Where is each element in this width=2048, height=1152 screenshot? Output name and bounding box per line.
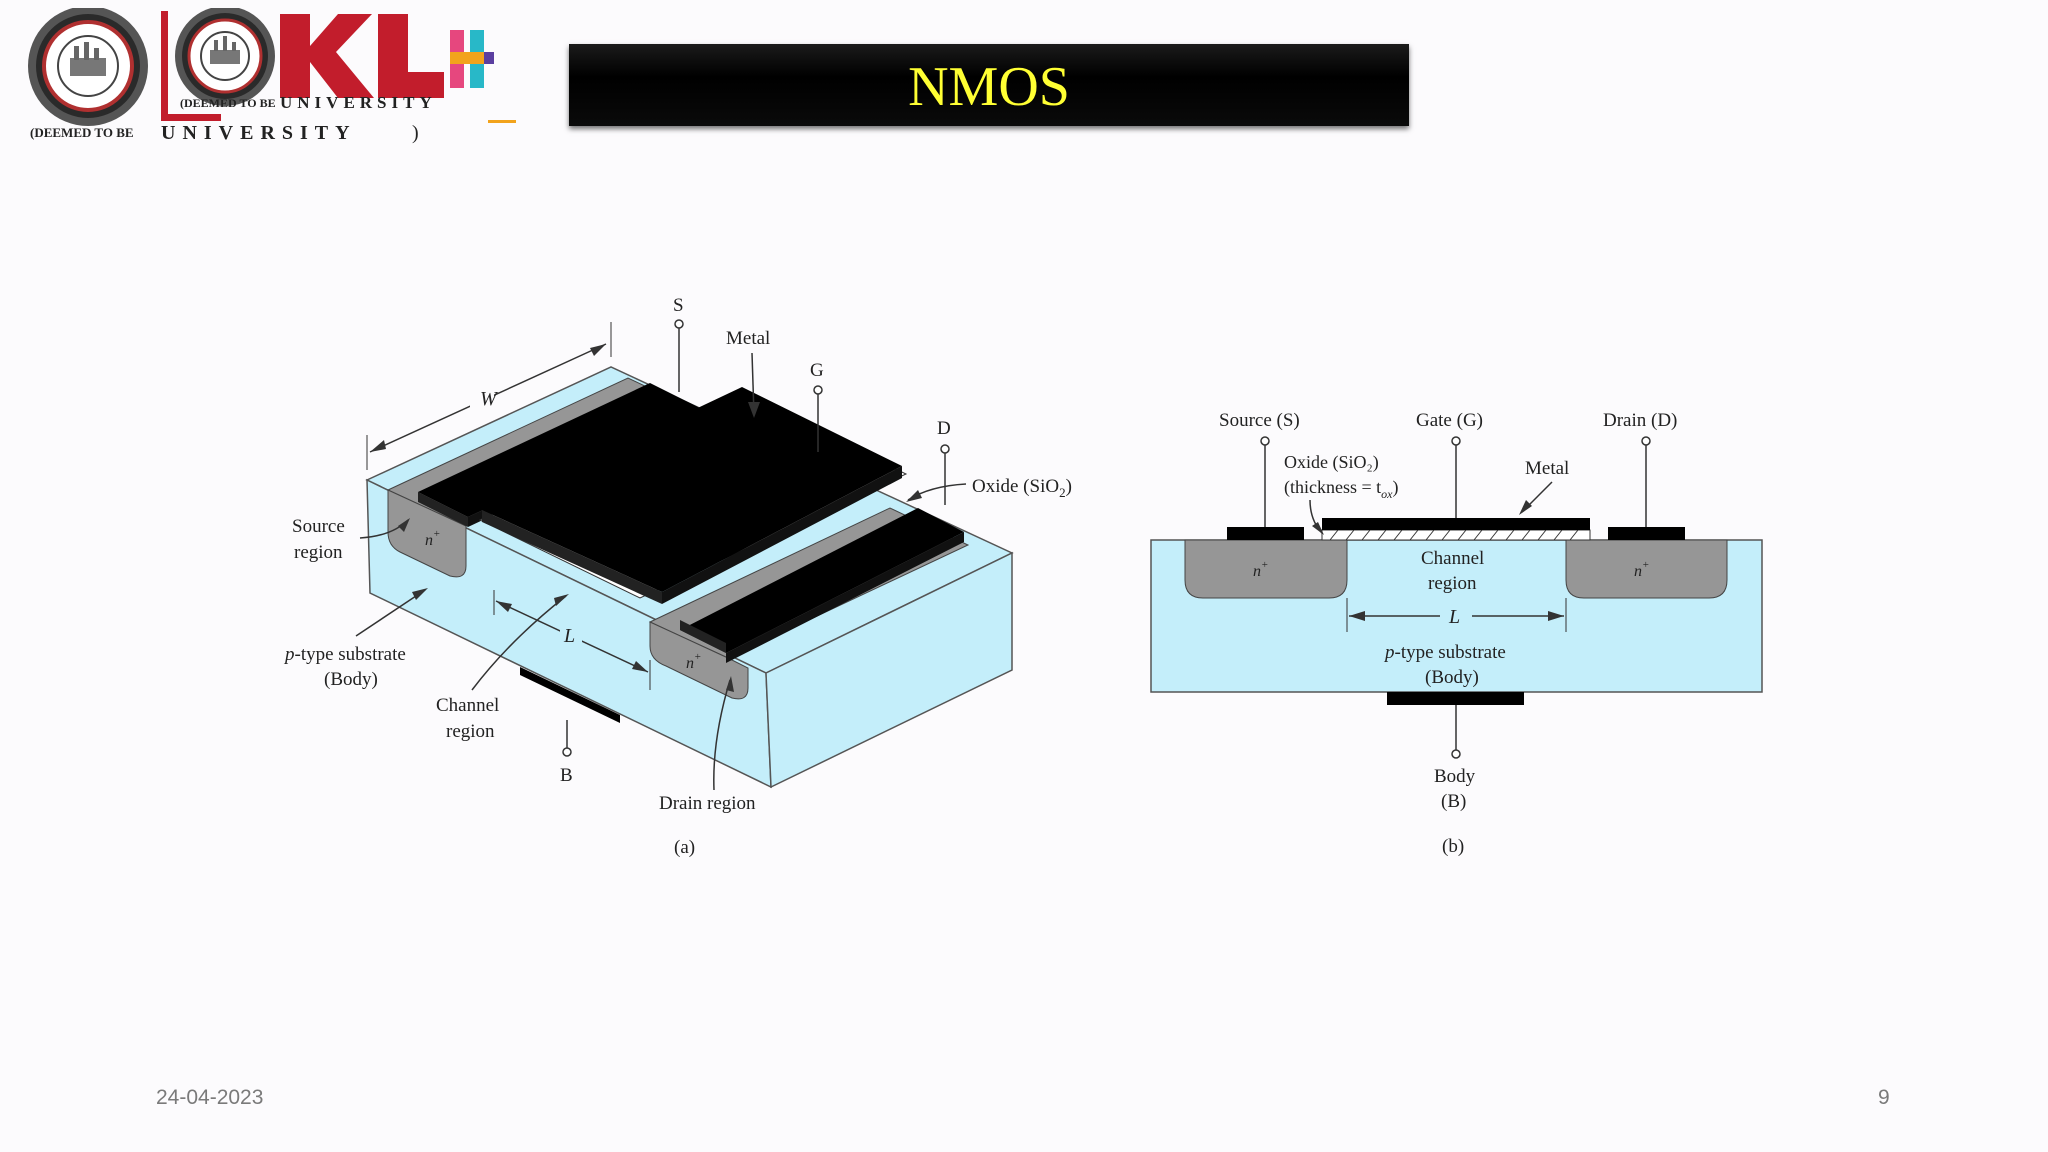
channel-label-b-1: Channel bbox=[1421, 548, 1484, 569]
seal-emblem-left bbox=[28, 6, 148, 126]
channel-label-b-2: region bbox=[1428, 573, 1477, 594]
source-nplus-region bbox=[387, 489, 467, 578]
substrate-side-face bbox=[765, 551, 1013, 789]
l-label-b: L bbox=[1448, 606, 1460, 628]
substrate-label-b-1: p-type substrate bbox=[1383, 642, 1506, 663]
channel-label-a-2: region bbox=[446, 721, 495, 742]
seal-emblem-right bbox=[175, 6, 275, 106]
logo-university-bottom: UNIVERSITY bbox=[161, 122, 357, 144]
source-label-b: Source (S) bbox=[1219, 410, 1300, 431]
logo-deemed-bottom: (DEEMED TO BE bbox=[30, 125, 134, 140]
body-contact-b bbox=[1387, 692, 1524, 705]
brand-letters bbox=[280, 14, 494, 98]
channel-label-a-1: Channel bbox=[436, 695, 499, 716]
terminal-g-label: G bbox=[810, 360, 824, 381]
slide-date: 24-04-2023 bbox=[156, 1086, 264, 1109]
l-label-a: L bbox=[563, 625, 575, 647]
body-metal-contact bbox=[520, 667, 620, 723]
oxide-label-a: Oxide (SiO2) bbox=[972, 476, 1072, 500]
logo-paren: ) bbox=[412, 122, 419, 144]
caption-a: (a) bbox=[674, 837, 695, 858]
oxide-label-b-1: Oxide (SiO₂) bbox=[1284, 452, 1379, 473]
source-metal-contact bbox=[418, 383, 700, 517]
caption-b: (b) bbox=[1442, 836, 1464, 857]
substrate-label-a-1: p-type substrate bbox=[283, 644, 406, 665]
terminal-b-label: B bbox=[560, 765, 573, 786]
terminal-d-label: D bbox=[937, 418, 951, 439]
title-bar: NMOS bbox=[569, 44, 1409, 126]
metal-label-b: Metal bbox=[1525, 458, 1569, 479]
slide-title: NMOS bbox=[908, 56, 1070, 118]
substrate-label-a-2: (Body) bbox=[324, 669, 378, 690]
drain-label-b: Drain (D) bbox=[1603, 410, 1677, 431]
drain-metal-contact bbox=[680, 508, 964, 653]
oxide-label-b-2: (thickness = tox) bbox=[1284, 477, 1398, 501]
drain-region-label: Drain region bbox=[659, 793, 756, 814]
gate-label-b: Gate (G) bbox=[1416, 410, 1483, 431]
logo-deemed-top: (DEEMED TO BE bbox=[180, 96, 276, 110]
source-contact-b bbox=[1227, 527, 1304, 540]
source-region-label-2: region bbox=[294, 542, 343, 563]
drain-contact-b bbox=[1608, 527, 1685, 540]
substrate-label-b-2: (Body) bbox=[1425, 667, 1479, 688]
source-nplus-b bbox=[1184, 539, 1348, 599]
nmos-cross-section-diagram: Source (S) Gate (G) Drain (D) Oxide (SiO… bbox=[1150, 410, 1763, 857]
gate-metal bbox=[482, 387, 902, 592]
drain-nplus-b bbox=[1565, 539, 1728, 599]
drain-nplus-region bbox=[649, 621, 749, 700]
logo-university-top: UNIVERSITY bbox=[280, 93, 437, 112]
oxide-layer-b bbox=[1321, 529, 1591, 541]
w-label: W bbox=[480, 388, 499, 410]
terminal-s-label: S bbox=[673, 295, 684, 316]
body-label-b-2: (B) bbox=[1441, 791, 1466, 812]
page-number: 9 bbox=[1878, 1086, 1890, 1109]
source-region-label-1: Source bbox=[292, 516, 345, 537]
nmos-3d-diagram: W L S Metal G D Oxide (SiO2) Source regi… bbox=[283, 295, 1072, 858]
metal-label-a: Metal bbox=[726, 328, 770, 349]
gate-metal-b bbox=[1322, 518, 1590, 530]
university-logo: (DEEMED TO BE UNIVERSITY (DEEMED TO BE U… bbox=[18, 6, 548, 148]
body-label-b-1: Body bbox=[1434, 766, 1476, 787]
